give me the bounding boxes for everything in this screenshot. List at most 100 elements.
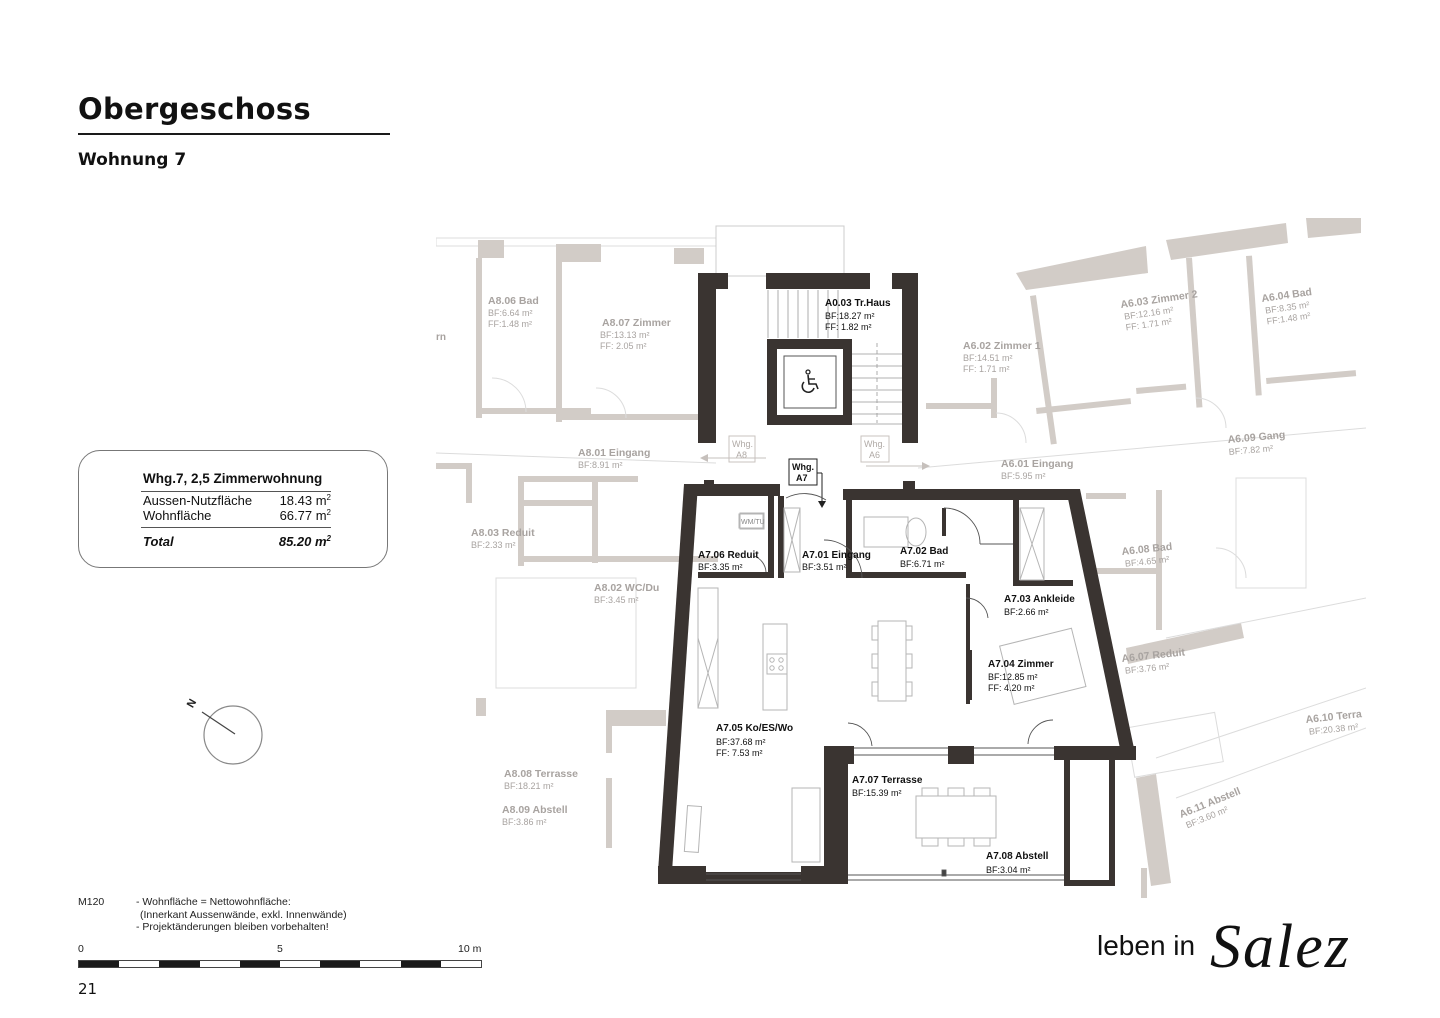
room-label-A0.03: A0.03 Tr.Haus BF:18.27 m² FF: 1.82 m² (825, 298, 891, 332)
summary-row-label: Wohnfläche (143, 508, 212, 523)
scale-bar (78, 960, 482, 968)
svg-text:FF: 2.05 m²: FF: 2.05 m² (600, 341, 647, 351)
svg-text:FF: 4.20 m²: FF: 4.20 m² (988, 683, 1035, 693)
svg-text:A8.07 Zimmer: A8.07 Zimmer (602, 317, 671, 329)
svg-text:BF:2.66 m²: BF:2.66 m² (1004, 607, 1049, 617)
svg-text:A6: A6 (869, 450, 880, 460)
svg-text:Whg.: Whg. (792, 462, 814, 472)
svg-text:N: N (185, 697, 199, 710)
svg-text:A6.01 Eingang: A6.01 Eingang (1001, 458, 1073, 470)
summary-total-value: 85.20 m2 (278, 534, 331, 549)
svg-text:A7.03 Ankleide: A7.03 Ankleide (1004, 594, 1075, 605)
svg-text:A8.02 WC/Du: A8.02 WC/Du (594, 582, 659, 594)
svg-text:A6.02 Zimmer 1: A6.02 Zimmer 1 (963, 340, 1041, 352)
partial-room-label: rn (436, 332, 446, 343)
svg-text:Whg.: Whg. (864, 439, 885, 449)
svg-text:BF:13.13 m²: BF:13.13 m² (600, 330, 650, 340)
svg-text:BF:4.65 m²: BF:4.65 m² (1124, 554, 1169, 569)
summary-row-value: 18.43 m2 (279, 493, 331, 508)
svg-text:Whg.: Whg. (732, 439, 753, 449)
svg-text:A7.07 Terrasse: A7.07 Terrasse (852, 775, 923, 786)
svg-text:A6.09 Gang: A6.09 Gang (1227, 429, 1286, 446)
svg-text:BF:3.45 m²: BF:3.45 m² (594, 595, 639, 605)
svg-text:A7.02 Bad: A7.02 Bad (900, 546, 948, 557)
summary-row-label: Aussen-Nutzfläche (143, 493, 253, 508)
svg-text:BF:18.21 m²: BF:18.21 m² (504, 781, 554, 791)
svg-text:BF:3.04 m²: BF:3.04 m² (986, 865, 1031, 875)
svg-text:A6.10 Terra: A6.10 Terra (1305, 708, 1363, 726)
apartment-a7-furniture (683, 507, 1087, 863)
svg-text:BF:8.91 m²: BF:8.91 m² (578, 460, 623, 470)
area-summary-box: Whg.7, 2,5 Zimmerwohnung Aussen-Nutzfläc… (78, 450, 388, 568)
whg-a6-label: Whg. A6 (860, 435, 890, 463)
note-line: (Innerkant Aussenwände, exkl. Innenwände… (140, 908, 347, 921)
summary-row-living: Wohnfläche 66.77 m2 (143, 508, 331, 523)
svg-text:BF:6.64 m²: BF:6.64 m² (488, 308, 533, 318)
note-line: - Projektänderungen bleiben vorbehalten! (136, 921, 329, 933)
apartment-a7-details (706, 493, 1064, 881)
whg-a8-label: Whg. A8 (728, 435, 756, 463)
summary-divider (141, 491, 331, 492)
note-line: - Wohnfläche = Nettowohnfläche: (136, 896, 291, 908)
svg-text:BF:18.27 m²: BF:18.27 m² (825, 311, 875, 321)
svg-text:A8.01 Eingang: A8.01 Eingang (578, 447, 650, 459)
svg-text:BF:3.35 m²: BF:3.35 m² (698, 562, 743, 572)
svg-text:FF: 1.82 m²: FF: 1.82 m² (825, 322, 872, 332)
svg-text:A8.03 Reduit: A8.03 Reduit (471, 527, 535, 539)
wheelchair-icon (801, 369, 819, 394)
svg-text:A7.05 Ko/ES/Wo: A7.05 Ko/ES/Wo (716, 723, 793, 734)
page-title: Obergeschoss (78, 92, 311, 126)
summary-total: Total 85.20 m2 (143, 534, 331, 549)
svg-text:BF:3.86 m²: BF:3.86 m² (502, 817, 547, 827)
summary-row-outdoor: Aussen-Nutzfläche 18.43 m2 (143, 493, 331, 508)
brand-logo-script: Salez (1210, 913, 1351, 981)
svg-text:BF:3.76 m²: BF:3.76 m² (1124, 661, 1169, 676)
svg-text:A7.08 Abstell: A7.08 Abstell (986, 851, 1049, 862)
title-underline (78, 133, 390, 135)
page-subtitle: Wohnung 7 (78, 150, 187, 170)
svg-text:A0.03 Tr.Haus: A0.03 Tr.Haus (825, 298, 891, 309)
summary-heading: Whg.7, 2,5 Zimmerwohnung (143, 471, 323, 486)
svg-text:BF:12.85 m²: BF:12.85 m² (988, 672, 1038, 682)
svg-text:A8.08 Terrasse: A8.08 Terrasse (504, 768, 578, 780)
svg-text:FF:1.48 m²: FF:1.48 m² (488, 319, 532, 329)
page-number: 21 (78, 980, 98, 998)
svg-text:A7.01 Eingang: A7.01 Eingang (802, 550, 871, 561)
scale-label-0: 0 (78, 943, 84, 955)
svg-text:BF:2.33 m²: BF:2.33 m² (471, 540, 516, 550)
svg-text:BF:37.68 m²: BF:37.68 m² (716, 737, 766, 747)
svg-text:BF:6.71 m²: BF:6.71 m² (900, 559, 945, 569)
svg-text:BF:7.82 m²: BF:7.82 m² (1228, 443, 1273, 457)
whg-a7-label: Whg. A7 (788, 458, 818, 486)
summary-row-value: 66.77 m2 (279, 508, 331, 523)
svg-text:A6.08 Bad: A6.08 Bad (1121, 541, 1173, 558)
faded-neighbour-lines (436, 377, 1366, 799)
staircase-core: A0.03 Tr.Haus BF:18.27 m² FF: 1.82 m² Wh… (698, 273, 930, 508)
appliance-label: WM/TU (738, 513, 765, 529)
svg-text:A7.04 Zimmer: A7.04 Zimmer (988, 659, 1054, 670)
svg-text:BF:14.51 m²: BF:14.51 m² (963, 353, 1013, 363)
svg-text:BF:3.51 m²: BF:3.51 m² (802, 562, 847, 572)
apartment-a7-walls (658, 480, 1136, 886)
svg-text:FF: 7.53 m²: FF: 7.53 m² (716, 748, 763, 758)
svg-text:A7.06 Reduit: A7.06 Reduit (698, 550, 759, 561)
